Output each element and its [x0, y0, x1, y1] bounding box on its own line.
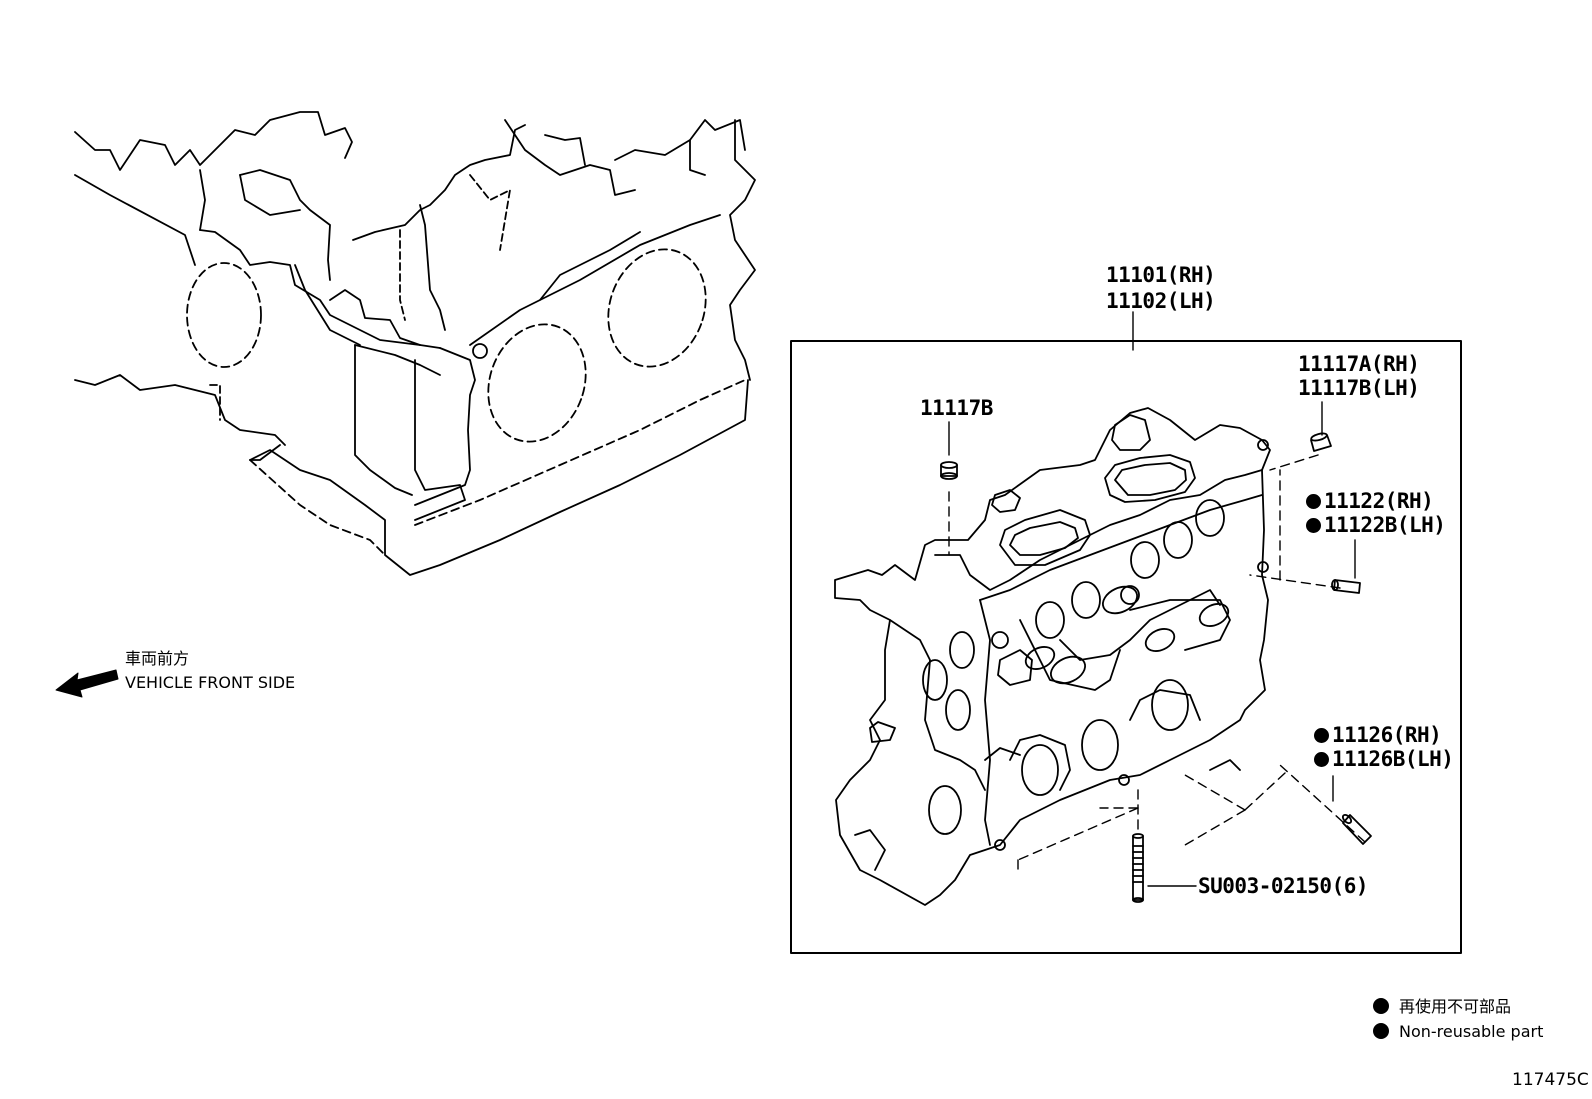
non-reusable-dot-icon: [1314, 728, 1329, 743]
label-pin2-lh-text: 11126B(LH): [1332, 747, 1454, 771]
label-stud-bolt: SU003-02150(6): [1198, 874, 1369, 898]
stud-bolt: [1132, 833, 1144, 903]
legend-en-text: Non-reusable part: [1399, 1022, 1544, 1041]
label-pin-rh: 11122(RH): [1306, 489, 1434, 513]
figure-id: 117475C: [1512, 1070, 1589, 1090]
label-pin2-rh-text: 11126(RH): [1332, 723, 1442, 747]
label-pin-rh-text: 11122(RH): [1324, 489, 1434, 513]
non-reusable-dot-icon: [1306, 518, 1321, 533]
cylinder-head-illustration: [834, 407, 1271, 906]
direction-label-en: VEHICLE FRONT SIDE: [125, 673, 296, 692]
label-cylinder-head-rh: 11101(RH): [1106, 263, 1216, 287]
legend-dot-icon: [1373, 1023, 1389, 1039]
label-cylinder-head-lh: 11102(LH): [1106, 289, 1216, 313]
plug-part-left: [940, 461, 958, 480]
plug-part-right: [1310, 432, 1332, 452]
engine-block-illustration: [74, 111, 756, 576]
vehicle-front-arrow-icon: [55, 669, 119, 698]
exploded-view-lines: [948, 454, 1366, 876]
label-pin-lh: 11122B(LH): [1306, 513, 1446, 537]
parts-frame: [790, 340, 1462, 954]
non-reusable-dot-icon: [1306, 494, 1321, 509]
label-plug-left: 11117B: [920, 396, 993, 420]
label-plug-rh: 11117A(RH): [1298, 352, 1420, 376]
dowel-pin-lower: [1341, 813, 1372, 845]
legend-dot-icon: [1373, 998, 1389, 1014]
non-reusable-dot-icon: [1314, 752, 1329, 767]
leader-lines: [948, 311, 1356, 887]
legend-en: Non-reusable part: [1373, 1022, 1543, 1042]
dowel-pin-upper: [1331, 579, 1361, 594]
legend-jp-text: 再使用不可部品: [1399, 997, 1512, 1016]
label-pin-lh-text: 11122B(LH): [1324, 513, 1446, 537]
direction-label-jp: 車両前方: [125, 649, 190, 668]
label-pin2-rh: 11126(RH): [1314, 723, 1442, 747]
legend-jp: 再使用不可部品: [1373, 997, 1511, 1017]
label-pin2-lh: 11126B(LH): [1314, 747, 1454, 771]
label-plug-lh: 11117B(LH): [1298, 376, 1420, 400]
